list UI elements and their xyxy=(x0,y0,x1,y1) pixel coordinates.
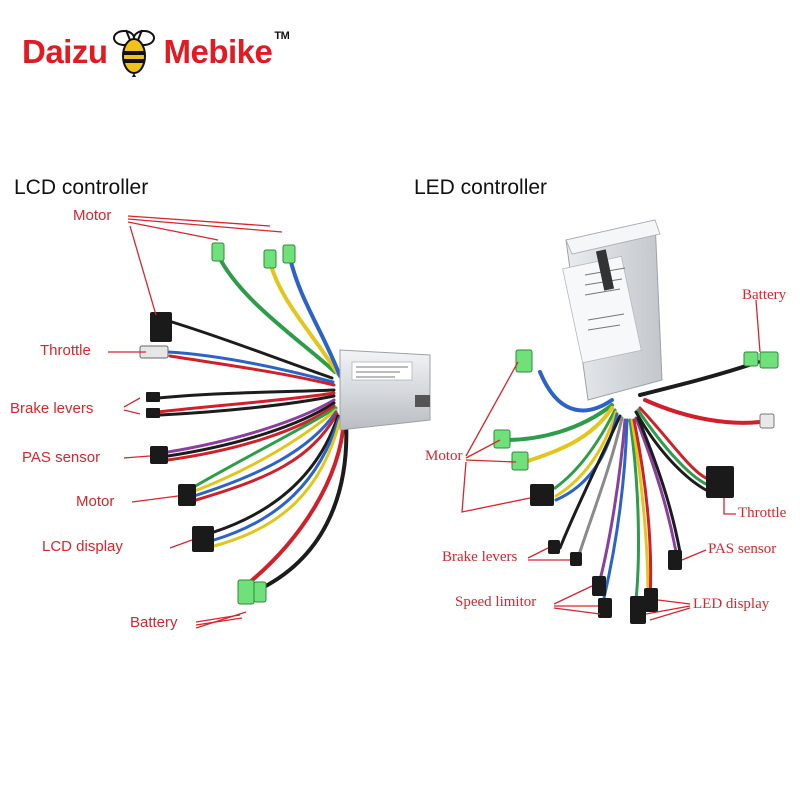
led-label-throttle: Throttle xyxy=(738,505,787,521)
led-label-speed-limitor: Speed limitor xyxy=(455,594,537,610)
brand-logo: Daizu Mebike TM xyxy=(22,26,290,78)
led-label-motor: Motor xyxy=(425,448,463,464)
led-label-led-display: LED display xyxy=(693,596,770,612)
lcd-controller-title: LCD controller xyxy=(14,176,149,199)
lcd-label-brake-levers: Brake levers xyxy=(10,400,94,417)
lcd-controller-box xyxy=(339,349,431,431)
led-connectors xyxy=(493,349,779,624)
bee-icon xyxy=(112,29,155,77)
lcd-label-pas-sensor: PAS sensor xyxy=(22,449,101,466)
led-controller-title: LED controller xyxy=(414,176,548,199)
led-label-pas-sensor: PAS sensor xyxy=(708,541,777,557)
brand-name-part1: Daizu xyxy=(22,33,108,70)
led-label-battery: Battery xyxy=(742,287,787,303)
brand-name-part2: Mebike xyxy=(163,33,273,70)
led-controller-box xyxy=(562,219,663,401)
lcd-label-battery: Battery xyxy=(130,614,178,631)
lcd-label-motor-phase: Motor xyxy=(73,207,112,224)
trademark-mark: TM xyxy=(274,30,290,42)
led-leader-lines xyxy=(461,299,761,621)
led-label-brake-levers: Brake levers xyxy=(442,549,518,565)
lcd-label-lcd-display: LCD display xyxy=(42,538,123,555)
lcd-label-throttle: Throttle xyxy=(40,342,91,359)
lcd-leader-lines xyxy=(108,215,283,629)
lcd-label-motor-hall: Motor xyxy=(76,493,115,510)
lcd-connectors xyxy=(139,242,296,605)
lcd-wires xyxy=(156,253,349,592)
